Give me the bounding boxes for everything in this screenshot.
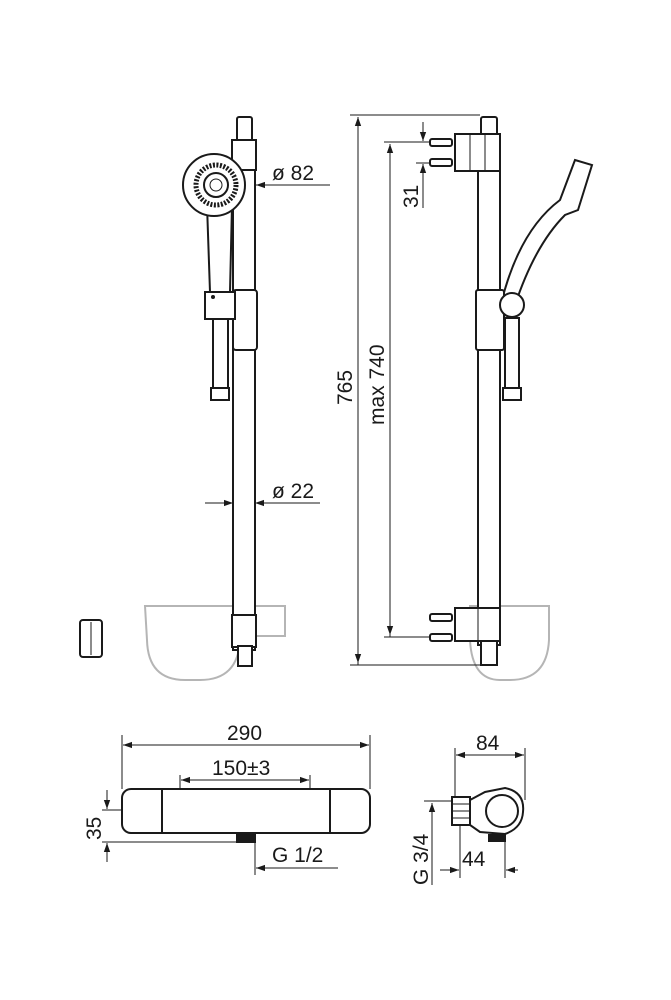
side-view-shower-set: 765 max 740 31 [334, 114, 594, 681]
hose [504, 317, 520, 389]
dim-handshower-diameter: ø 82 [272, 162, 314, 185]
dim-inlet-depth: 44 [462, 848, 486, 871]
top-bracket-pin [429, 158, 453, 167]
rail [232, 139, 256, 651]
dim-mixer-width: 290 [227, 722, 262, 745]
hose [212, 318, 229, 390]
spray-center [209, 178, 223, 192]
bottom-bracket-pin [429, 613, 453, 622]
dim-outlet-thread: G 1/2 [272, 844, 323, 867]
handshower-holder [204, 291, 236, 320]
handshower-side [500, 158, 594, 307]
outlet [236, 833, 256, 843]
dim-mixer-depth: 84 [476, 732, 500, 755]
holder-screw [211, 295, 215, 299]
dim-rail-diameter: ø 22 [272, 480, 314, 503]
handshower-head [182, 153, 246, 217]
slider-knob [499, 292, 525, 318]
dim-total-height: 765 [334, 370, 357, 405]
mixer-body [121, 788, 371, 834]
hose-nut [502, 387, 522, 401]
top-bracket-pin [429, 138, 453, 147]
mixer-side-handle [485, 794, 519, 828]
mixer-side-view: 84 G 3/4 44 [410, 732, 526, 885]
basin-outline [469, 605, 550, 681]
basin-outline [143, 605, 241, 681]
slider [232, 289, 258, 351]
rail-bottom-cap [480, 639, 498, 666]
handshower-handle [205, 204, 234, 293]
dim-bracket-offset: 31 [400, 185, 423, 208]
mixer-front-view: 290 150±3 35 G 1/2 [83, 722, 371, 875]
top-bracket [454, 133, 501, 172]
dim-inlet-centers: 150±3 [212, 757, 270, 780]
rail [477, 139, 501, 646]
outlet [488, 834, 506, 842]
slider [475, 289, 505, 351]
hose-nut [210, 387, 230, 401]
dim-mixer-height: 35 [83, 817, 106, 840]
dim-max-bracket-distance: max 740 [366, 344, 389, 425]
rail-bottom-cap [237, 645, 253, 667]
spray-ring [193, 162, 239, 208]
spray-face [203, 172, 229, 198]
bottom-bracket [231, 614, 257, 648]
front-view-shower-set: ø 82 ø 22 [79, 116, 330, 681]
rail-top-cap [236, 116, 253, 142]
dim-inlet-thread: G 3/4 [410, 833, 433, 885]
bottom-bracket-pin [429, 633, 453, 642]
